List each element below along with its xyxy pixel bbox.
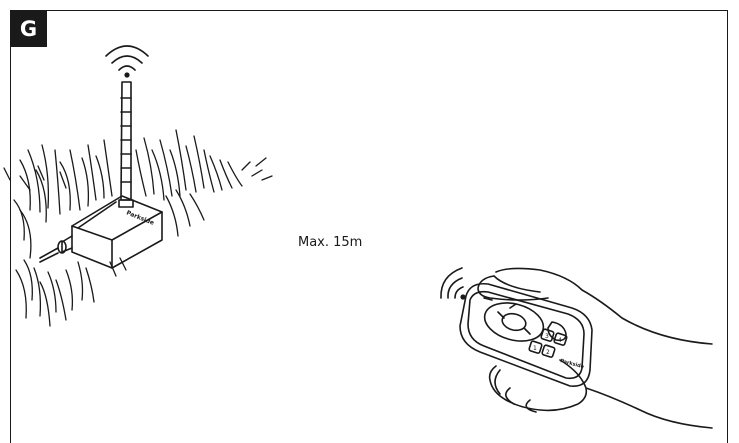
grass-icon <box>4 130 272 326</box>
remote-button-3: 3 <box>545 333 549 340</box>
remote-button-1: 1 <box>533 345 537 352</box>
receiver-signal-icon <box>106 46 148 77</box>
thumb-icon <box>478 276 548 300</box>
remote-signal-icon <box>441 268 465 299</box>
hand-icon <box>490 268 712 428</box>
remote-button-4: 4 <box>558 337 562 344</box>
remote-button-2: 2 <box>546 349 550 356</box>
antenna-icon <box>119 82 133 207</box>
receiver-box-icon: Parkside <box>40 196 162 268</box>
